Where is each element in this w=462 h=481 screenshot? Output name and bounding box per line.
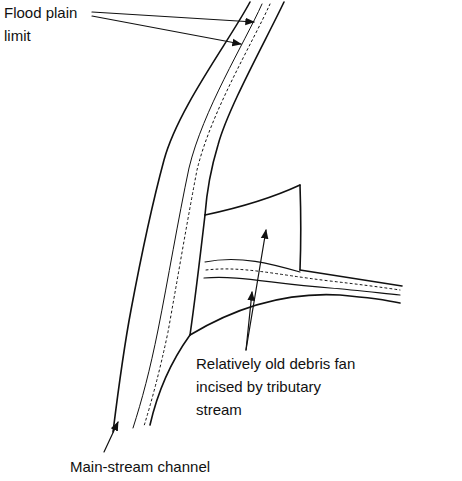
leader-arrow	[246, 292, 252, 350]
fan-apex-edge	[299, 185, 301, 270]
flood-plain-right	[205, 2, 284, 215]
flood-plain-label: Flood plain limit	[4, 1, 99, 47]
flood-plain-right-lower	[150, 335, 190, 425]
leader-arrow	[246, 230, 266, 350]
debris-fan-label: Relatively old debris fan incised by tri…	[196, 352, 356, 421]
leader-arrow	[92, 16, 241, 44]
leader-arrow	[104, 422, 118, 452]
fan-lower-edge	[190, 295, 400, 335]
fan-upper-edge	[205, 185, 300, 215]
fan-channel-edge	[190, 215, 205, 335]
tributary-stream	[206, 269, 400, 290]
main-channel-label: Main-stream channel	[70, 455, 210, 478]
